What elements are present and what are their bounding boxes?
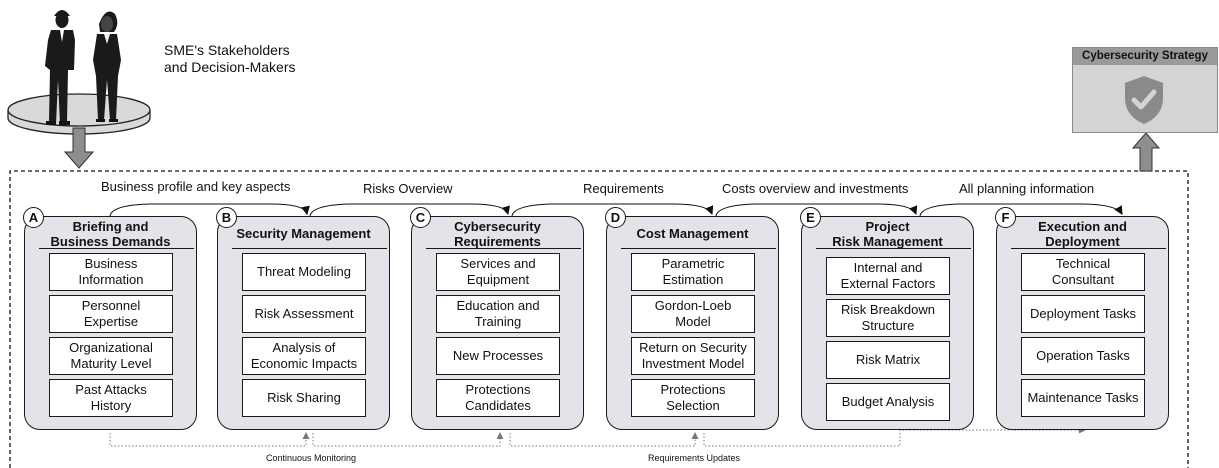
phase-title-line: Risk Management (832, 234, 943, 249)
phase-letter: B (216, 207, 237, 228)
task-box: Risk Matrix (826, 341, 950, 379)
cybersecurity-strategy-box: Cybersecurity Strategy (1072, 47, 1218, 133)
phase-title-line: Requirements (454, 234, 541, 249)
phase-title: Execution and Deployment (997, 219, 1168, 249)
stakeholders-line-2: and Decision-Makers (164, 59, 296, 75)
phase-title-line: Briefing and (72, 219, 149, 234)
phase-title: Project Risk Management (802, 219, 973, 249)
stakeholders-line-1: SME's Stakeholders (164, 42, 290, 58)
phase-title-line: Cybersecurity (454, 219, 541, 234)
phase-title-line: Execution and (1038, 219, 1127, 234)
phase-divider (1011, 248, 1166, 249)
businesswoman-figure (93, 11, 121, 122)
feedback-loops (109, 426, 1086, 447)
shield-check-icon (1125, 76, 1163, 124)
phase-divider (816, 248, 971, 249)
flow-label-risks-overview: Risks Overview (363, 181, 453, 196)
input-arrow (63, 127, 95, 169)
flow-arrows (109, 203, 1123, 217)
phase-title: Briefing and Business Demands (25, 219, 196, 249)
phase-letter: D (605, 207, 626, 228)
framework-boundary (9, 170, 1189, 468)
phase-title: Security Management (218, 226, 389, 241)
phase-title-line: Security Management (236, 226, 371, 241)
flow-label-business-profile: Business profile and key aspects (101, 179, 291, 194)
stakeholders-label: SME's Stakeholders and Decision-Makers (164, 42, 296, 76)
phase-divider (39, 248, 194, 249)
phase-letter: A (23, 207, 44, 228)
phase-divider (426, 248, 581, 249)
flow-label-planning-information: All planning information (959, 181, 1095, 196)
flow-label-requirements: Requirements (583, 181, 664, 196)
phase-divider (232, 248, 387, 249)
flow-label-costs-overview: Costs overview and investments (722, 181, 909, 196)
phase-title: Cost Management (607, 226, 778, 241)
businessman-figure (45, 10, 75, 125)
task-box: Budget Analysis (826, 383, 950, 421)
strategy-title: Cybersecurity Strategy (1073, 48, 1217, 65)
task-box: New Processes (436, 337, 560, 375)
output-arrow (1131, 132, 1161, 172)
task-box: Maintenance Tasks (1021, 379, 1145, 417)
phase-title-line: Cost Management (636, 226, 749, 241)
phase-a-briefing: A Briefing and Business Demands Business… (23, 207, 197, 430)
task-box: Operation Tasks (1021, 337, 1145, 375)
continuous-monitoring-label: Continuous Monitoring (266, 453, 357, 463)
task-box: Deployment Tasks (1021, 295, 1145, 333)
requirements-updates-label: Requirements Updates (648, 453, 741, 463)
phase-letter: E (800, 207, 821, 228)
phase-letter: F (995, 207, 1016, 228)
phase-letter: C (410, 207, 431, 228)
phase-title-line: Project (865, 219, 910, 234)
phase-b-security-management: B Security Management Threat Modeling Ri… (216, 207, 390, 430)
phase-title: Cybersecurity Requirements (412, 219, 583, 249)
task-box: Risk Assessment (242, 295, 366, 333)
phase-c-cybersecurity-requirements: C Cybersecurity Requirements Services an… (410, 207, 584, 430)
task-box: Threat Modeling (242, 253, 366, 291)
phase-title-line: Deployment (1045, 234, 1120, 249)
phase-title-line: Business Demands (50, 234, 171, 249)
task-box: Risk Sharing (242, 379, 366, 417)
phase-divider (621, 248, 776, 249)
